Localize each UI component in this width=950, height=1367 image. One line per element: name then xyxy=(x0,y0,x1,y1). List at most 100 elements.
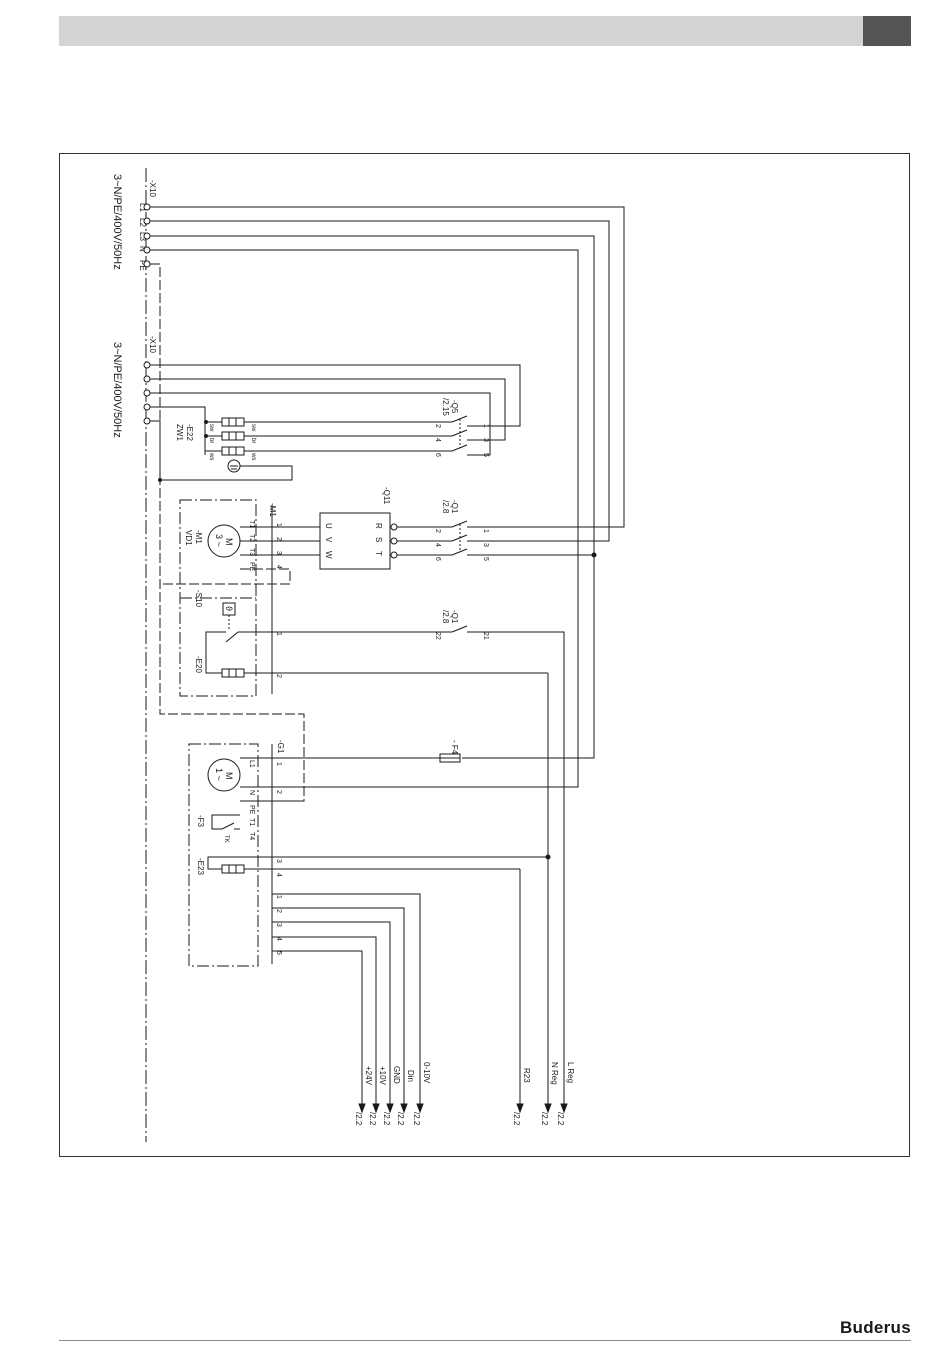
wire-sw-2: sw xyxy=(250,424,256,432)
signal-pin-1: 1 xyxy=(275,895,282,899)
wire-ws-2: ws xyxy=(250,452,256,460)
q5-ref: /2.15 xyxy=(441,398,450,416)
output-l-reg: L Reg xyxy=(566,1062,575,1083)
g1-pin-1: 1 xyxy=(275,762,282,766)
signal-pin-4: 4 xyxy=(275,937,282,941)
f4-fuse: - F4 xyxy=(439,740,461,763)
motor-1ph-icon xyxy=(207,758,241,792)
g1-motor-phase: 1 ~ xyxy=(214,768,224,781)
q11-term-w: W xyxy=(324,551,333,559)
wire-ws-1: ws xyxy=(208,452,214,460)
q11-contactor: -Q11 U V W R S T xyxy=(319,487,452,570)
supply-2-label: 3~N/PE/400V/50Hz xyxy=(111,342,123,438)
m1-sub: VD1 xyxy=(184,530,193,546)
g1-label: -G1 xyxy=(276,740,285,754)
q1-aux-pin-21: 21 xyxy=(482,632,489,640)
q1-pin-6: 6 xyxy=(434,557,441,561)
q1-main-ref: /2.8 xyxy=(441,500,450,514)
q11-term-u: U xyxy=(324,523,333,529)
output-24v: +24V xyxy=(364,1066,373,1086)
wire-br-2: br xyxy=(250,438,256,443)
q5-pin-4: 4 xyxy=(434,438,441,442)
m1-motor-phase: 3 ~ xyxy=(214,534,224,547)
supply-1-label: 3~N/PE/400V/50Hz xyxy=(111,174,123,270)
f3-contact: TK xyxy=(223,835,229,843)
e20-pin-1: 1 xyxy=(275,632,282,636)
s10-label: -S10 xyxy=(194,590,203,607)
signal-terminals: 1 2 3 4 5 xyxy=(272,893,421,1104)
m1-pin-1: 1 xyxy=(275,523,282,527)
signal-pin-2: 2 xyxy=(275,909,282,913)
output-ref-n-reg: /2.2 xyxy=(540,1112,549,1126)
e22-label: -E22 xyxy=(185,424,194,441)
e23-label: -E23 xyxy=(196,858,205,875)
q1-pin-3: 3 xyxy=(482,543,489,547)
q5-label: -Q5 xyxy=(450,400,459,414)
output-ref-0-10v: /2.2 xyxy=(412,1112,421,1126)
pin-l2: L2 xyxy=(138,218,147,227)
g1-term-n: N xyxy=(248,790,255,795)
wire-sw-1: sw xyxy=(208,424,214,432)
g1-term-l1: L1 xyxy=(248,760,255,768)
pin-l1: L1 xyxy=(138,203,147,212)
f4-label: - F4 xyxy=(450,740,459,755)
brand-logo: Buderus xyxy=(839,1318,911,1337)
g1-term-pe: PE xyxy=(248,805,255,815)
output-din: Din xyxy=(406,1070,415,1082)
thermo-sensor-icon: ϑ xyxy=(224,606,234,611)
e22-sub: ZW1 xyxy=(175,424,184,441)
diagram-frame xyxy=(59,153,910,1157)
e20-pin-2: 2 xyxy=(275,674,282,678)
pin-l3: L3 xyxy=(138,232,147,241)
signal-pin-5: 5 xyxy=(275,951,282,955)
q5-pin-2: 2 xyxy=(434,424,441,428)
q1-aux-ref: /2.8 xyxy=(441,610,450,624)
output-ref-24v: /2.2 xyxy=(354,1112,363,1126)
m1-motor-symbol: M xyxy=(224,538,234,546)
wire-br-1: br xyxy=(208,438,214,443)
e23-pin-4: 4 xyxy=(275,873,282,877)
m1-pin-2: 2 xyxy=(275,537,282,541)
output-r23: R23 xyxy=(522,1068,531,1083)
g1-box xyxy=(188,743,259,967)
q5-pin-1: 1 xyxy=(482,424,489,428)
pin-pe: PE xyxy=(138,260,147,271)
pin-n: N xyxy=(138,246,147,252)
supply-1: 3~N/PE/400V/50Hz -X10 L1 L2 L3 N PE xyxy=(111,174,625,802)
q1-pin-1: 1 xyxy=(482,529,489,533)
output-0-10v: 0-10V xyxy=(422,1062,431,1084)
m1-term-t3: T3 xyxy=(248,548,255,556)
header-page-tab xyxy=(863,16,911,46)
output-ref-r23: /2.2 xyxy=(512,1112,521,1126)
f3-protector: -F3 TK xyxy=(196,814,240,843)
q1-aux-label: -Q1 xyxy=(450,610,459,624)
q5-pin-6: 6 xyxy=(434,453,441,457)
g1-pin-2: 2 xyxy=(275,790,282,794)
g1-term-t4: T4 xyxy=(248,832,255,840)
supply-2-terminal: -X10 xyxy=(148,336,157,353)
q11-term-s: S xyxy=(374,537,383,542)
output-ref-10v: /2.2 xyxy=(368,1112,377,1126)
m1-pin-3: 3 xyxy=(275,551,282,555)
m1-term-t1: T1 xyxy=(248,520,255,528)
q5-pin-3: 3 xyxy=(482,438,489,442)
q1-aux-pin-22: 22 xyxy=(434,632,441,640)
q11-term-r: R xyxy=(374,523,383,529)
q1-pin-5: 5 xyxy=(482,557,489,561)
m1-motor-label: -M1 xyxy=(194,530,203,544)
footer-divider xyxy=(59,1340,911,1341)
s10-thermostat: -S10 ϑ -E20 1 2 xyxy=(194,590,548,678)
output-n-reg: N Reg xyxy=(550,1062,559,1085)
g1-term-t1: T1 xyxy=(248,818,255,826)
q11-term-v: V xyxy=(324,537,333,543)
q1-pin-4: 4 xyxy=(434,543,441,547)
q1-main-label: -Q1 xyxy=(450,500,459,514)
output-arrows xyxy=(358,1103,568,1114)
output-10v: +10V xyxy=(378,1066,387,1086)
output-ref-din: /2.2 xyxy=(396,1112,405,1126)
output-labels: +24V +10V GND Din 0-10V R23 N Reg L Reg … xyxy=(354,1062,575,1126)
q1-pin-2: 2 xyxy=(434,529,441,533)
q1-main-contacts: -Q1 /2.8 2 4 6 1 3 5 xyxy=(434,500,597,561)
header-bar xyxy=(59,16,863,46)
